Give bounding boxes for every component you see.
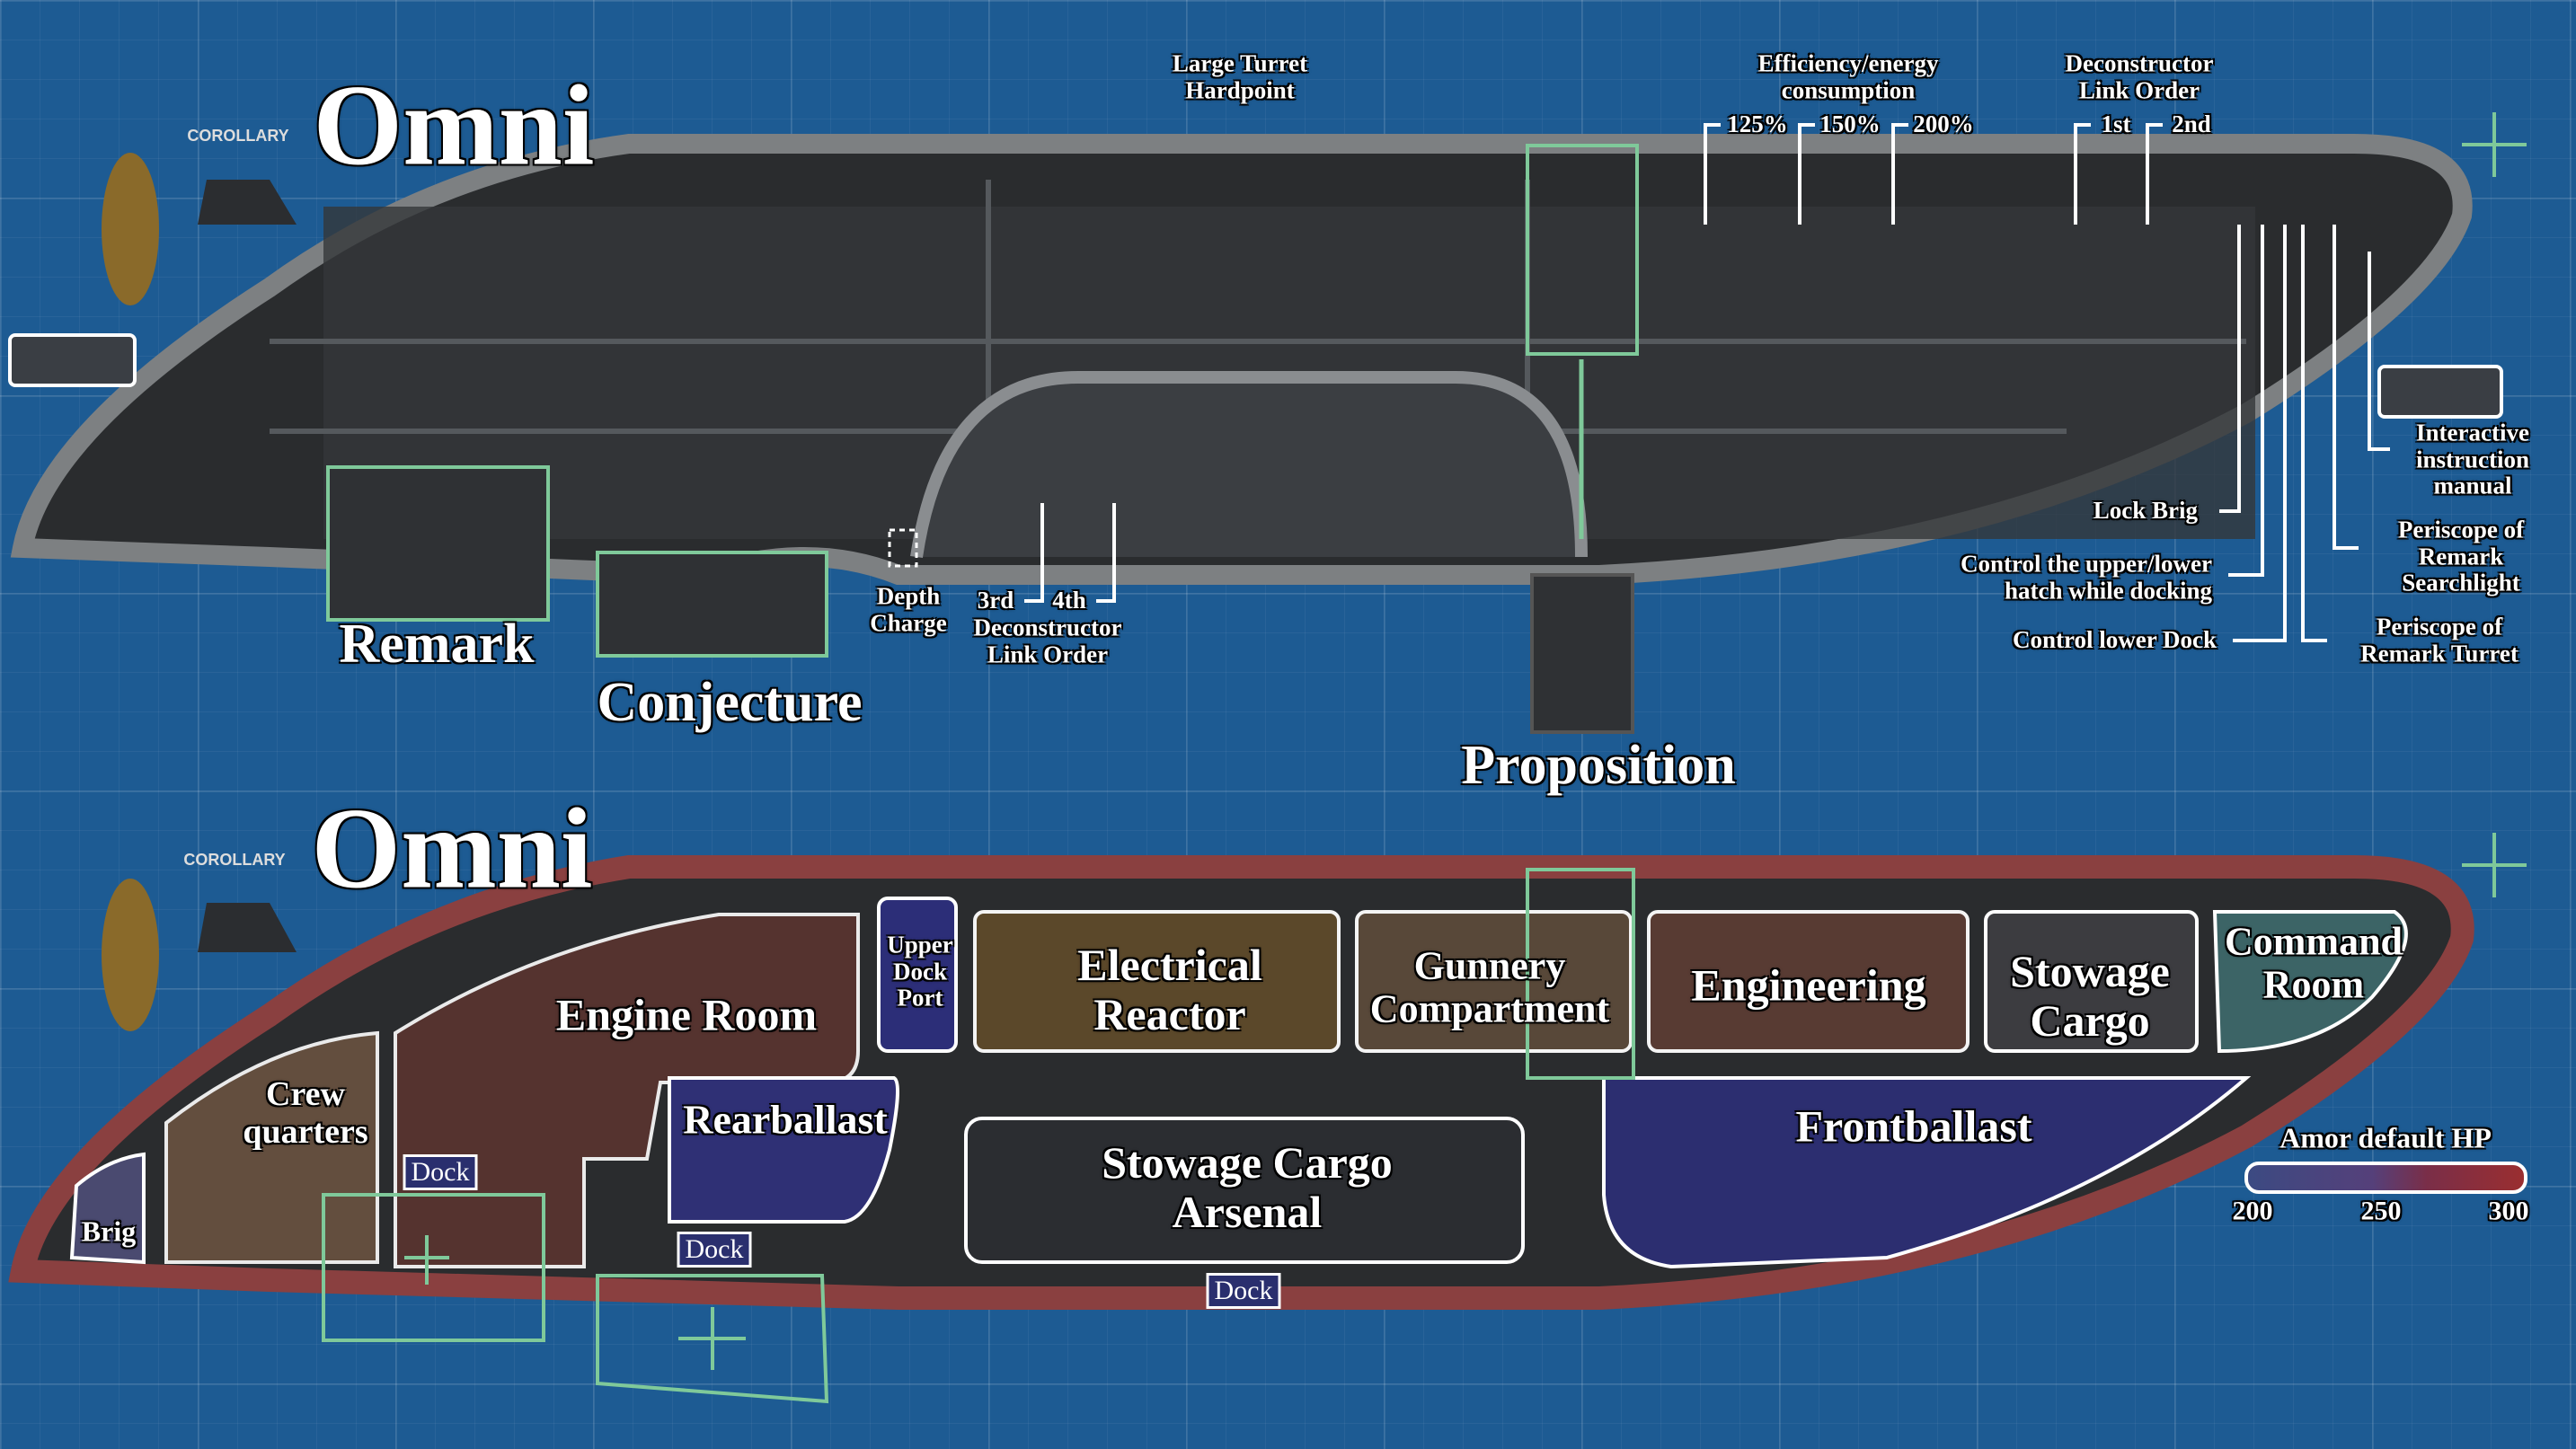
label-decon-3rd: 3rd [977,587,1014,614]
proposition-shuttle [1530,573,1634,734]
dock-label: Dock [1206,1273,1281,1309]
bottom-title: Omni [311,784,593,913]
room-stowage-cargo: Stowage Cargo [2010,946,2170,1046]
propeller-icon [102,879,159,1031]
label-hatch-control: Control the upper/lower hatch while dock… [1961,550,2212,604]
dock-label: Dock [403,1154,478,1190]
brand-logo: COROLLARY [183,851,286,870]
room-engineering: Engineering [1691,959,1926,1011]
dock-label: Dock [677,1232,752,1268]
legend-tick-250: 250 [2360,1196,2402,1226]
label-eff-200: 200% [1913,110,1974,138]
crosshair-icon [2462,833,2527,897]
room-stowage-arsenal: Stowage Cargo Arsenal [1102,1137,1393,1237]
room-rearballast: Rearballast [683,1096,888,1143]
label-efficiency: Efficiency/energy consumption [1757,49,1939,103]
crosshair-icon [2462,112,2527,177]
room-brig: Brig [81,1215,137,1248]
label-periscope-searchlight: Periscope of Remark Searchlight [2397,516,2525,596]
label-deconstructor-bottom: Deconstructor Link Order [973,614,1122,667]
label-eff-150: 150% [1819,110,1881,138]
remark-shuttle [326,465,550,622]
label-decon-1st: 1st [2101,110,2131,138]
room-gunnery: Gunnery Compartment [1369,943,1610,1031]
legend-tick-200: 200 [2232,1196,2273,1226]
room-command: Command Room [2224,919,2403,1007]
label-instruction-manual: Interactive instruction manual [2415,419,2529,499]
brand-logo: COROLLARY [187,127,289,146]
label-periscope-turret: Periscope of Remark Turret [2360,613,2518,667]
room-frontballast: Frontballast [1795,1100,2032,1152]
room-engine: Engine Room [555,989,818,1040]
legend-tick-300: 300 [2488,1196,2529,1226]
propeller-icon [102,153,159,305]
bottom-submarine-hull [8,833,2527,1404]
label-turret-hardpoint: Large Turret Hardpoint [1172,49,1308,103]
label-eff-125: 125% [1727,110,1788,138]
label-depth-charge: Depth Charge [870,582,947,636]
label-lock-brig: Lock Brig [2093,497,2198,525]
armor-hp-gradient-bar [2244,1162,2527,1194]
legend-title: Amor default HP [2279,1121,2492,1154]
label-decon-2nd: 2nd [2172,110,2211,138]
room-upper-dock-port: Upper Dock Port [887,931,953,1012]
conjecture-shuttle [596,551,828,658]
top-title: Omni [313,61,595,190]
rear-instruction-panel [8,333,137,387]
room-crew-quarters: Crew quarters [243,1075,368,1151]
shuttle-remark-label: Remark [339,613,535,675]
proposition-dock-outline [1526,144,1639,356]
label-deconstructor-top: Deconstructor Link Order [2065,49,2214,103]
label-lower-dock: Control lower Dock [2013,626,2217,654]
room-electrical-reactor: Electrical Reactor [1077,940,1262,1039]
instruction-manual-panel [2377,365,2503,419]
shuttle-proposition-label: Proposition [1461,734,1736,796]
depth-charge-marker [888,528,918,568]
shuttle-conjecture-label: Conjecture [597,671,863,733]
label-decon-4th: 4th [1052,587,1086,614]
top-submarine-hull [10,112,2527,734]
